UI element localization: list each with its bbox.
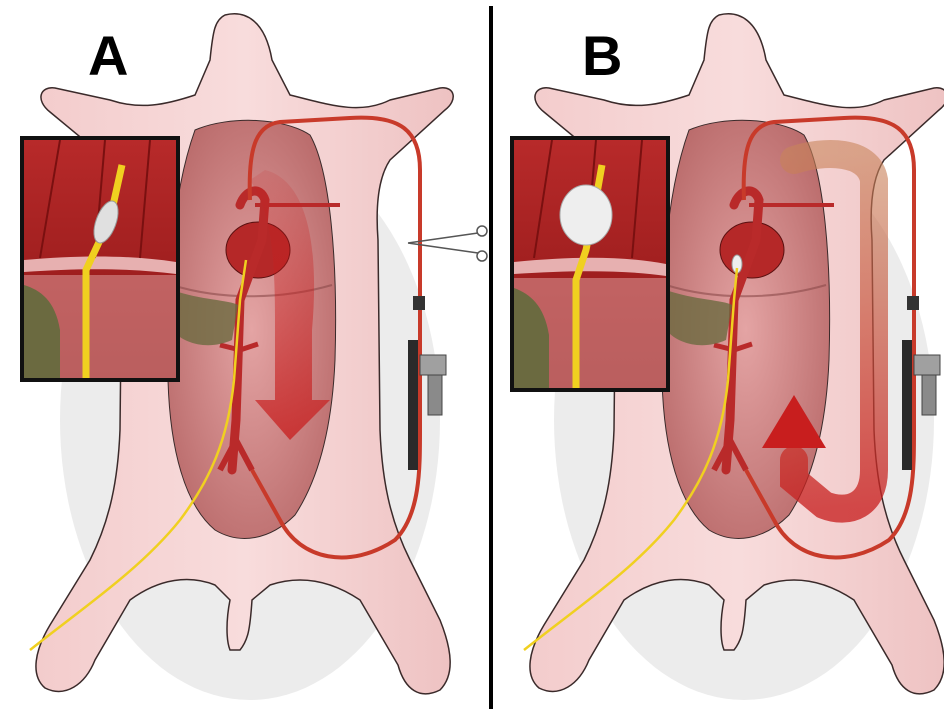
panel-label-b: B bbox=[582, 28, 622, 84]
panel-b: B bbox=[494, 0, 944, 709]
pump-icon bbox=[408, 340, 418, 470]
inset-magnification-a bbox=[22, 138, 178, 380]
pump-icon bbox=[902, 340, 912, 470]
pig-illustration-a bbox=[0, 0, 490, 709]
inflated-balloon bbox=[560, 185, 612, 245]
panel-a: A bbox=[0, 0, 490, 709]
panel-label-a: A bbox=[88, 28, 128, 84]
pig-illustration-b bbox=[494, 0, 944, 709]
inset-magnification-b bbox=[512, 138, 668, 390]
